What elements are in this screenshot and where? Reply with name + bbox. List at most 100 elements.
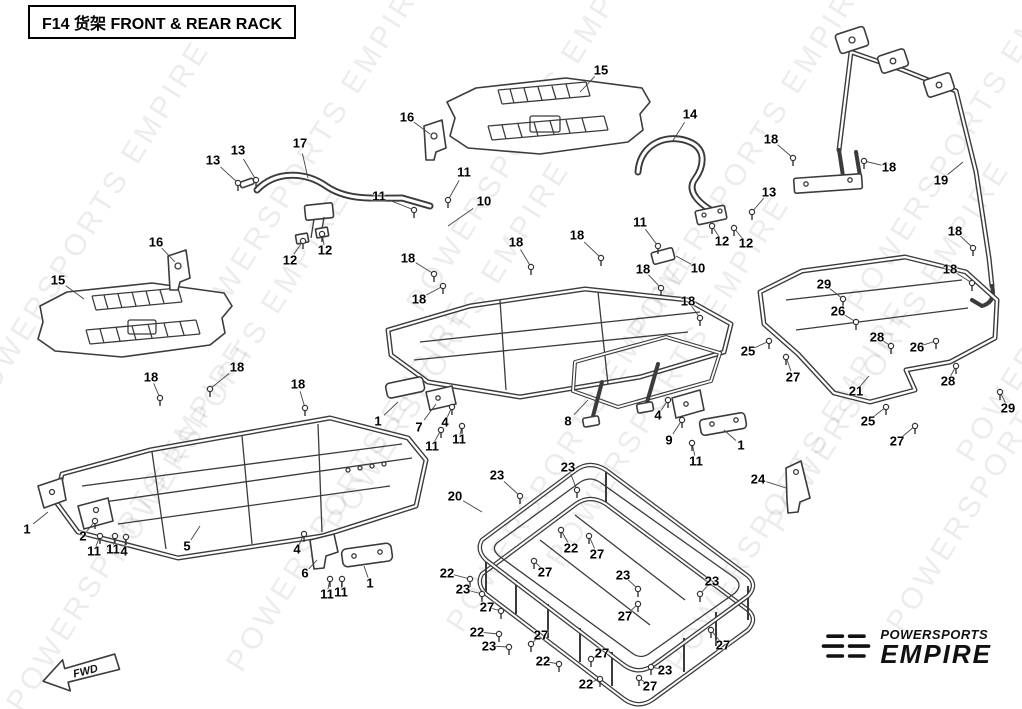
fastener-icon [338, 575, 346, 587]
fastener-icon [91, 517, 99, 529]
fastener-icon [911, 422, 919, 434]
brand-logo: POWERSPORTS EMPIRE [819, 627, 992, 667]
diagram-title: F14 货架 FRONT & REAR RACK [28, 5, 297, 39]
rear-handle-bar-drawing [634, 135, 728, 265]
fastener-icon [530, 557, 538, 569]
rear-rack-frame-drawing [384, 286, 748, 437]
fastener-icon [299, 237, 307, 249]
fastener-icon [839, 295, 847, 307]
callout-leader-line [415, 262, 435, 275]
fastener-icon [654, 242, 662, 254]
fastener-icon [466, 575, 474, 587]
fastener-icon [932, 337, 940, 349]
callout-leader-line [766, 481, 787, 489]
front-rack-frame-drawing [37, 415, 429, 570]
callout-leader-line [579, 76, 596, 93]
callout-leader-line [209, 373, 230, 390]
fastener-icon [410, 206, 418, 218]
fastener-icon [439, 282, 447, 294]
callout-leader-line [462, 500, 483, 513]
callout-leader-line [423, 403, 437, 421]
fastener-icon [596, 675, 604, 687]
fastener-icon [882, 403, 890, 415]
fastener-icon [585, 532, 593, 544]
fastener-icon [782, 353, 790, 365]
fastener-icon [696, 314, 704, 326]
bracket-24-drawing [785, 460, 811, 514]
fastener-icon [634, 585, 642, 597]
front-basket-drawing [477, 462, 756, 707]
callout-leader-line [243, 158, 257, 181]
fastener-icon [968, 279, 976, 291]
front-rack-plate-drawing [37, 282, 233, 358]
callout-leader-line [675, 255, 692, 265]
callout-leader-line [389, 199, 415, 211]
callout-leader-line [33, 511, 49, 525]
fastener-icon [326, 575, 334, 587]
callout-leader-line [859, 375, 870, 387]
fastener-icon [887, 342, 895, 354]
fastener-icon [688, 439, 696, 451]
callout-leader-line [301, 153, 309, 179]
fastener-icon [111, 532, 119, 544]
rear-upright-frame-drawing [792, 25, 995, 308]
diagram-title-text: F14 货架 FRONT & REAR RACK [42, 16, 283, 33]
fwd-arrow: FWD [42, 653, 121, 692]
fastener-icon [664, 396, 672, 408]
fastener-icon [557, 526, 565, 538]
callout-leader-line [723, 429, 737, 441]
fastener-icon [516, 492, 524, 504]
fastener-icon [678, 416, 686, 428]
fastener-icon [696, 590, 704, 602]
fastener-icon [789, 154, 797, 166]
fastener-icon [318, 230, 326, 242]
fastener-icon [437, 426, 445, 438]
callout-leader-line [583, 241, 602, 259]
front-handle-bar-drawing [239, 171, 434, 245]
rear-rack-plate-drawing [446, 77, 651, 155]
logo-brand-line2: EMPIRE [880, 639, 992, 670]
fastener-icon [527, 263, 535, 275]
fastener-icon [597, 254, 605, 266]
fastener-icon [555, 660, 563, 672]
callout-leader-line [947, 161, 964, 175]
fastener-icon [448, 403, 456, 415]
right-rear-rack-drawing [757, 254, 1000, 405]
fastener-icon [852, 318, 860, 330]
fastener-icon [657, 284, 665, 296]
fastener-icon [234, 179, 242, 191]
callout-leader-line [363, 565, 369, 579]
callout-leader-line [447, 208, 474, 227]
fastener-icon [647, 663, 655, 675]
callout-leader-line [308, 559, 318, 570]
fastener-icon [497, 607, 505, 619]
empire-logo-icon [822, 634, 871, 658]
fastener-icon [748, 208, 756, 220]
fastener-icon [505, 643, 513, 655]
logo-brand-line1: POWERSPORTS [880, 627, 989, 643]
callout-leader-line [65, 285, 85, 300]
fastener-icon [458, 422, 466, 434]
callout-leader-line [645, 228, 659, 247]
fastener-icon [430, 270, 438, 282]
callout-leader-line [413, 121, 431, 135]
callout-leader-line [503, 480, 521, 497]
bracket-16-drawing [167, 119, 447, 291]
fastener-icon [587, 655, 595, 667]
fastener-icon [765, 337, 773, 349]
fastener-icon [478, 590, 486, 602]
callout-leader-line [383, 401, 399, 416]
fastener-icon [634, 600, 642, 612]
fastener-icon [996, 388, 1004, 400]
fastener-icon [206, 385, 214, 397]
fastener-icon [122, 533, 130, 545]
fastener-icon [527, 640, 535, 652]
fastener-icon [252, 176, 260, 188]
fastener-icon [635, 674, 643, 686]
fastener-icon [573, 486, 581, 498]
callout-leader-line [777, 144, 794, 159]
callout-leader-line [161, 247, 176, 263]
callout-leader-line [220, 166, 239, 184]
